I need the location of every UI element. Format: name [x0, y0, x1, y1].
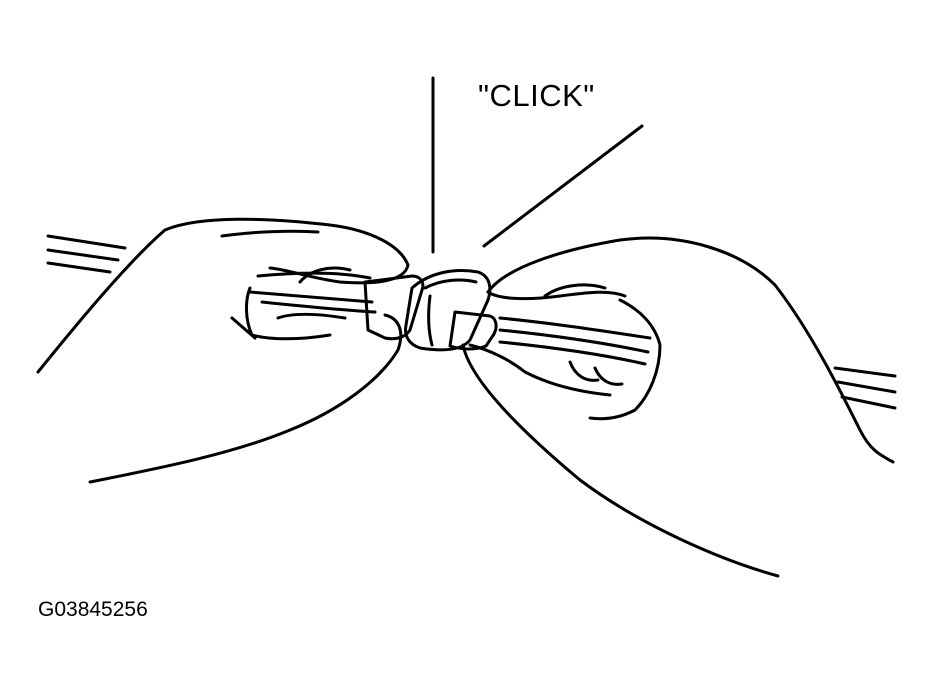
left-connector-housing: [363, 274, 425, 341]
figure-code: G03845256: [38, 598, 148, 621]
connector-assembly: [363, 269, 498, 352]
connector-lock-sleeve: [404, 269, 492, 352]
click-diagonal-line: [482, 124, 644, 248]
left-hand: [36, 217, 410, 484]
click-indicator-lines: [431, 76, 644, 254]
left-wire-harness: [46, 234, 127, 274]
right-connector-housing: [448, 310, 498, 351]
click-annotation: "CLICK": [478, 78, 595, 113]
right-wire-harness: [833, 366, 897, 410]
right-hand: [461, 236, 895, 578]
